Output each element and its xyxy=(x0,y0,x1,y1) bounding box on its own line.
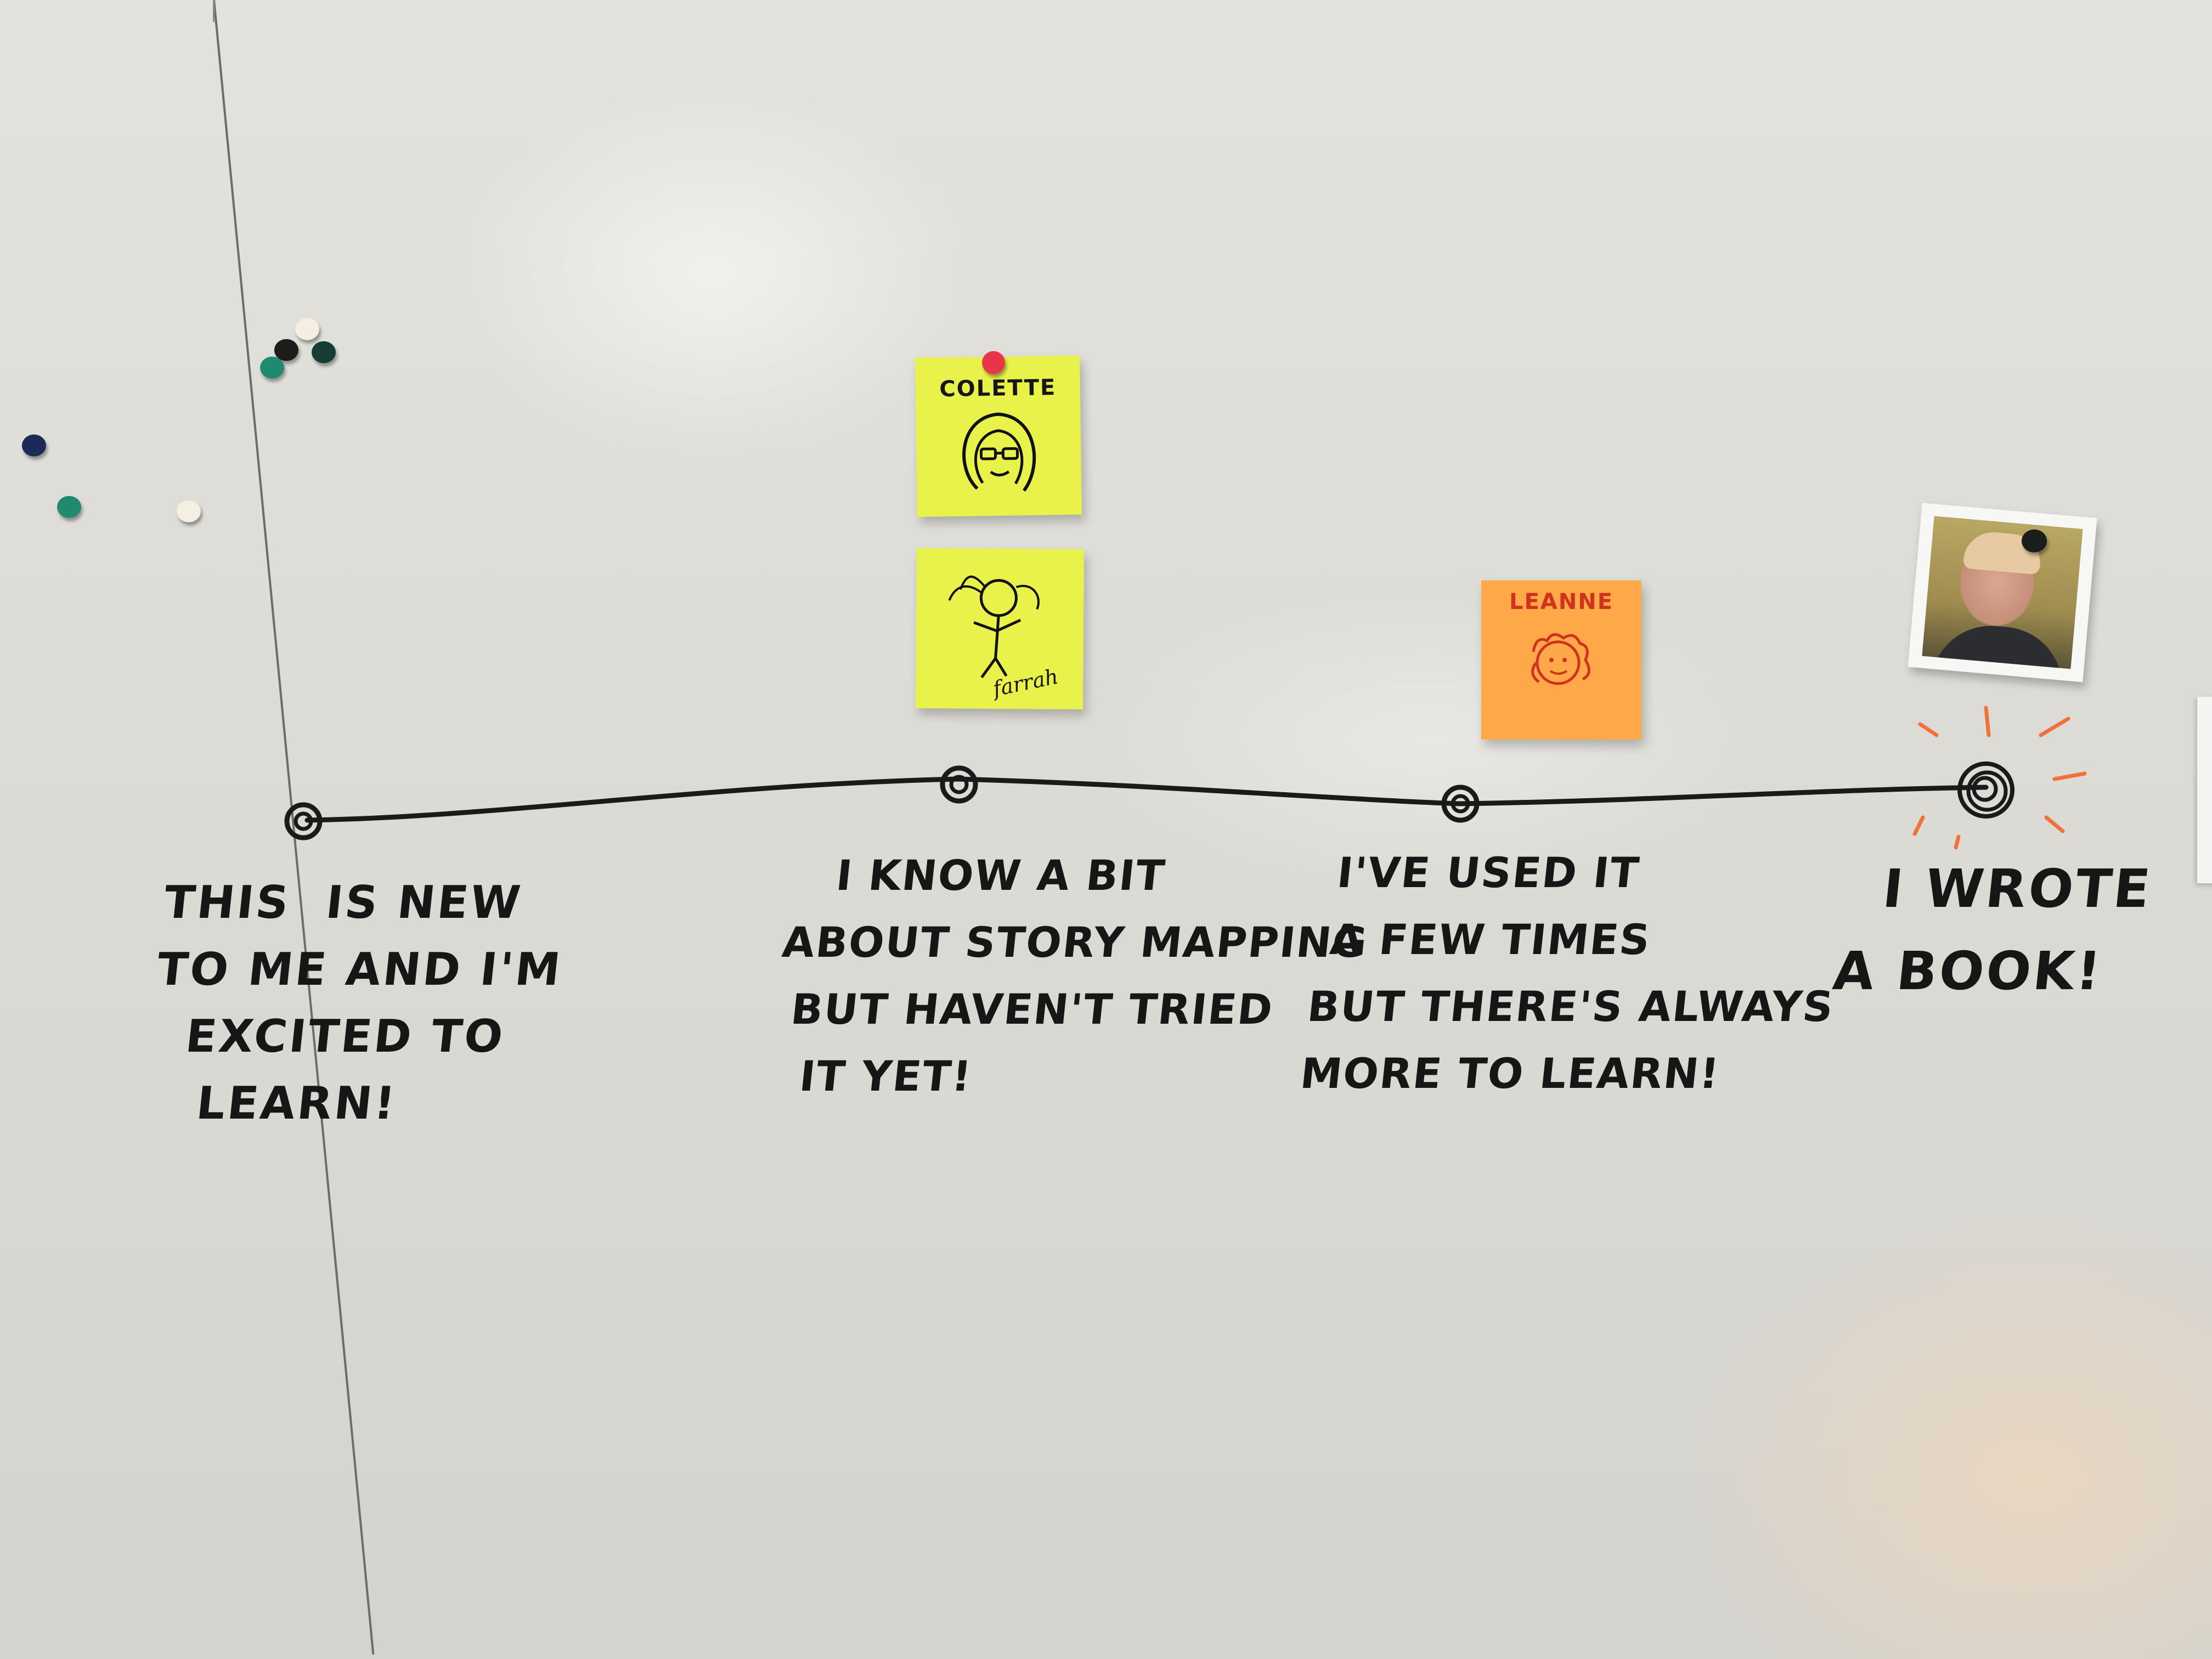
stop-label-new: THIS IS NEW TO ME AND I'M EXCITED TO LEA… xyxy=(140,877,565,1130)
sticky-note-farrah: farrah xyxy=(915,548,1085,710)
portrait-shoulders xyxy=(1931,620,2068,669)
paper-edge xyxy=(2197,697,2212,883)
magnet-black xyxy=(2022,529,2047,552)
sticky-note-leanne: LEANNE xyxy=(1481,580,1641,740)
timeline-node xyxy=(940,765,978,804)
magnet-navy xyxy=(22,435,46,456)
magnet-black xyxy=(274,339,298,361)
stop-label-used-it: I'VE USED IT A FEW TIMES BUT THERE'S ALW… xyxy=(1298,848,1837,1098)
portrait xyxy=(1922,516,2083,669)
burst-lines xyxy=(1912,706,2087,850)
board-seam-top xyxy=(213,0,215,22)
face-drawing-icon xyxy=(1531,633,1590,685)
stop-label-know-a-bit: I KNOW A BIT ABOUT STORY MAPPING BUT HAV… xyxy=(766,851,1370,1101)
magnet-cream xyxy=(177,500,201,522)
stop-label-wrote-book: I WROTE A BOOK! xyxy=(1830,858,2155,1002)
magnet-cream xyxy=(295,318,319,340)
timeline-node-final xyxy=(1957,761,2015,819)
magnet-black xyxy=(312,341,336,363)
magnet-green xyxy=(57,496,81,518)
author-photo xyxy=(1908,503,2097,682)
face-drawing-icon xyxy=(962,412,1036,492)
magnet-green xyxy=(260,357,284,379)
stick-figure-icon xyxy=(948,575,1040,679)
timeline-node xyxy=(284,802,323,840)
sticky-name: LEANNE xyxy=(1509,589,1614,614)
timeline-node xyxy=(1441,785,1480,823)
sticky-note-colette: COLETTE xyxy=(915,355,1082,517)
pin-red xyxy=(982,351,1005,374)
